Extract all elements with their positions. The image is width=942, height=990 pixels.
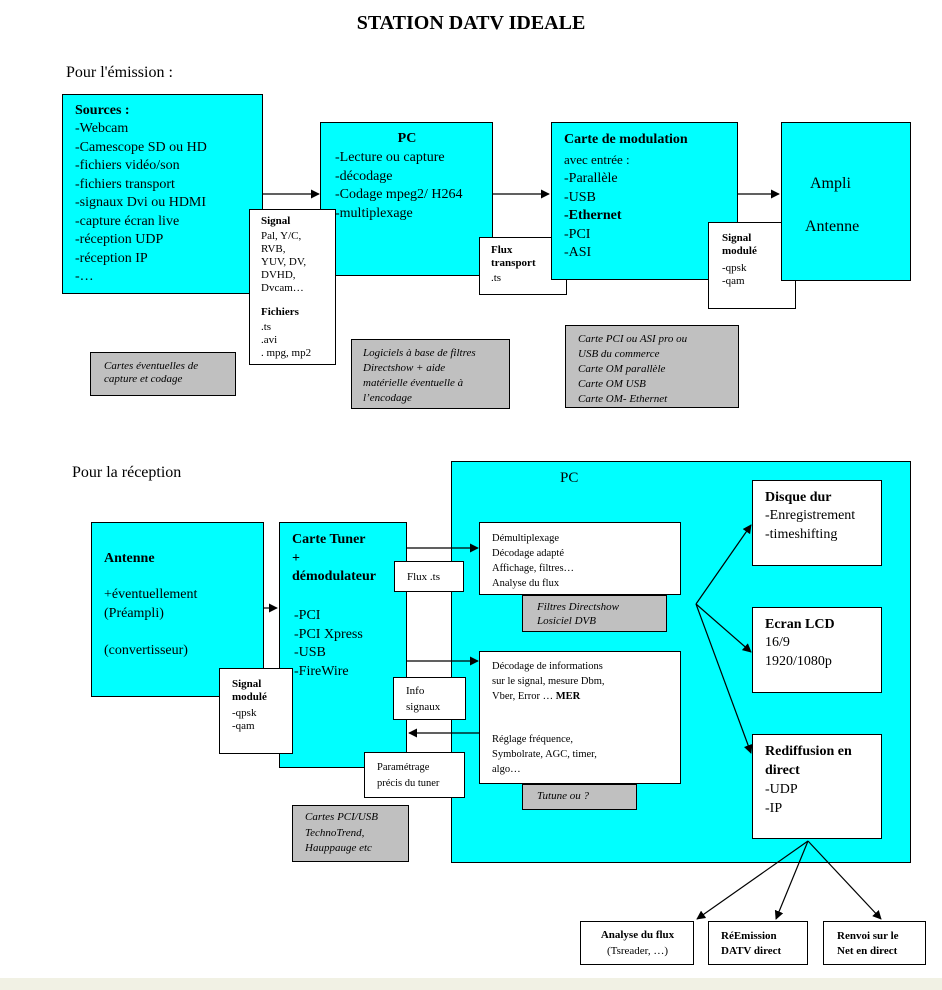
demux-box: Démultiplexage Décodage adapté Affichage… [479, 522, 681, 595]
antenne-box: Antenne +éventuellement (Préampli) (conv… [91, 522, 264, 697]
sources-item: -Webcam [75, 121, 129, 136]
analyse-flux-box: Analyse du flux (Tsreader, …) [580, 921, 694, 965]
logiciels-note: Logiciels à base de filtres Directshow +… [351, 339, 510, 409]
antenne-list: +éventuellement (Préampli) (convertisseu… [104, 587, 198, 658]
cartes-pci-note: Carte PCI ou ASI pro ou USB du commerce … [565, 325, 739, 408]
emission-signal-item: Dvcam… [261, 282, 304, 294]
flux-transport-value: .ts [491, 272, 502, 284]
info-signaux-box: Info signaux [393, 677, 466, 720]
decodage-info-box: Décodage de informations sur le signal, … [479, 651, 681, 784]
modulation-item: -USB [564, 189, 596, 205]
emission-pc-item: -décodage [335, 168, 393, 184]
emission-pc-box: PC -Lecture ou capture -décodage -Codage… [320, 122, 493, 276]
sources-item: -réception IP [75, 250, 148, 266]
arrow-split-to-ecran [695, 603, 752, 653]
modulation-item: -Ethernet [564, 208, 622, 223]
reception-heading: Pour la réception [72, 464, 182, 481]
antenne-title: Antenne [104, 551, 155, 566]
capture-note: Cartes éventuelles de capture et codage [90, 352, 236, 396]
ampli-antenne-box: Ampli Antenne [781, 122, 911, 281]
reemission-box: RéEmission DATV direct [708, 921, 808, 965]
antenne-label: Antenne [805, 218, 860, 235]
emission-signal-item: Pal, Y/C, [261, 230, 302, 242]
arrow-split-to-disque [695, 524, 752, 605]
sources-title: Sources : [75, 103, 130, 118]
ecran-box: Ecran LCD 16/9 1920/1080p [752, 607, 882, 693]
emission-signal-module-title: Signal modulé [722, 232, 757, 257]
sources-item: -fichiers transport [75, 176, 175, 192]
modulation-title: Carte de modulation [564, 132, 688, 147]
emission-pc-title: PC [397, 131, 417, 146]
rediffusion-box: Rediffusion en direct -UDP -IP [752, 734, 882, 839]
emission-signal-item: YUV, DV, [261, 256, 307, 268]
parametrage-box: Paramétrage précis du tuner [364, 752, 465, 798]
emission-pc-item: -Lecture ou capture [335, 150, 445, 165]
sources-item: -… [75, 269, 94, 284]
emission-files-title: Fichiers [261, 306, 299, 318]
sources-item: -signaux Dvi ou HDMI [75, 195, 207, 210]
filtres-note: Filtres Directshow Losiciel DVB [522, 595, 667, 632]
tuner-box: Carte Tuner + démodulateur -PCI -PCI Xpr… [279, 522, 407, 768]
renvoi-box: Renvoi sur le Net en direct [823, 921, 926, 965]
emission-signal-item: RVB, [261, 243, 286, 255]
disque-box: Disque dur -Enregistrement -timeshifting [752, 480, 882, 566]
emission-pc-list: -Lecture ou capture -décodage -Codage mp… [335, 149, 463, 223]
reception-pc-label: PC [560, 470, 579, 486]
sources-item: -fichiers vidéo/son [75, 158, 180, 173]
sources-item: -réception UDP [75, 232, 164, 247]
emission-signal-box: Signal Pal, Y/C, RVB, YUV, DV, DVHD, Dvc… [249, 209, 336, 365]
arrow-rediffusion-to-analyse [696, 840, 809, 920]
modulation-subtitle: avec entrée : [564, 152, 630, 167]
bottom-strip [0, 978, 942, 990]
emission-pc-item: -Codage mpeg2/ H264 [335, 187, 463, 202]
sources-item: -capture écran live [75, 213, 180, 229]
ampli-label: Ampli [810, 175, 851, 192]
modulation-list: -Parallèle -USB -Ethernet -PCI -ASI [564, 170, 622, 263]
flux-ts-box: Flux .ts [394, 561, 464, 592]
sources-item: -Camescope SD ou HD [75, 139, 207, 155]
tuner-list: -PCI -PCI Xpress -USB -FireWire [294, 608, 363, 679]
arrow-split-to-rediffusion [695, 603, 753, 754]
modulation-box: Carte de modulation avec entrée : -Paral… [551, 122, 738, 280]
arrow-rediffusion-to-reemission [774, 840, 809, 920]
reception-signal-module-box: Signal modulé -qpsk -qam [219, 668, 293, 754]
emission-file-item: . mpg, mp2 [261, 347, 312, 359]
sources-list: -Webcam -Camescope SD ou HD -fichiers vi… [75, 120, 207, 287]
tutune-note: Tutune ou ? [522, 784, 637, 810]
emission-file-item: .avi [261, 334, 278, 346]
emission-file-item: .ts [261, 321, 272, 333]
flux-transport-title: Flux transport [491, 244, 536, 269]
modulation-item: -Parallèle [564, 171, 618, 186]
sources-box: Sources : -Webcam -Camescope SD ou HD -f… [62, 94, 263, 294]
modulation-item: -PCI [564, 226, 591, 242]
page-title: STATION DATV IDEALE [356, 12, 586, 34]
arrow-rediffusion-to-renvoi [807, 840, 882, 920]
tuner-title: Carte Tuner + démodulateur [292, 532, 376, 584]
emission-signal-title: Signal [261, 215, 291, 227]
emission-pc-item: -multiplexage [335, 205, 413, 221]
cartes-pci-usb-note: Cartes PCI/USB TechnoTrend, Hauppauge et… [292, 805, 409, 862]
emission-heading: Pour l'émission : [66, 64, 173, 81]
emission-signal-module-list: -qpsk -qam [722, 262, 747, 287]
emission-files-list: .ts .avi . mpg, mp2 [261, 321, 311, 360]
modulation-item: -ASI [564, 245, 592, 260]
emission-signal-item: DVHD, [261, 269, 296, 281]
emission-signal-list: Pal, Y/C, RVB, YUV, DV, DVHD, Dvcam… [261, 230, 306, 295]
